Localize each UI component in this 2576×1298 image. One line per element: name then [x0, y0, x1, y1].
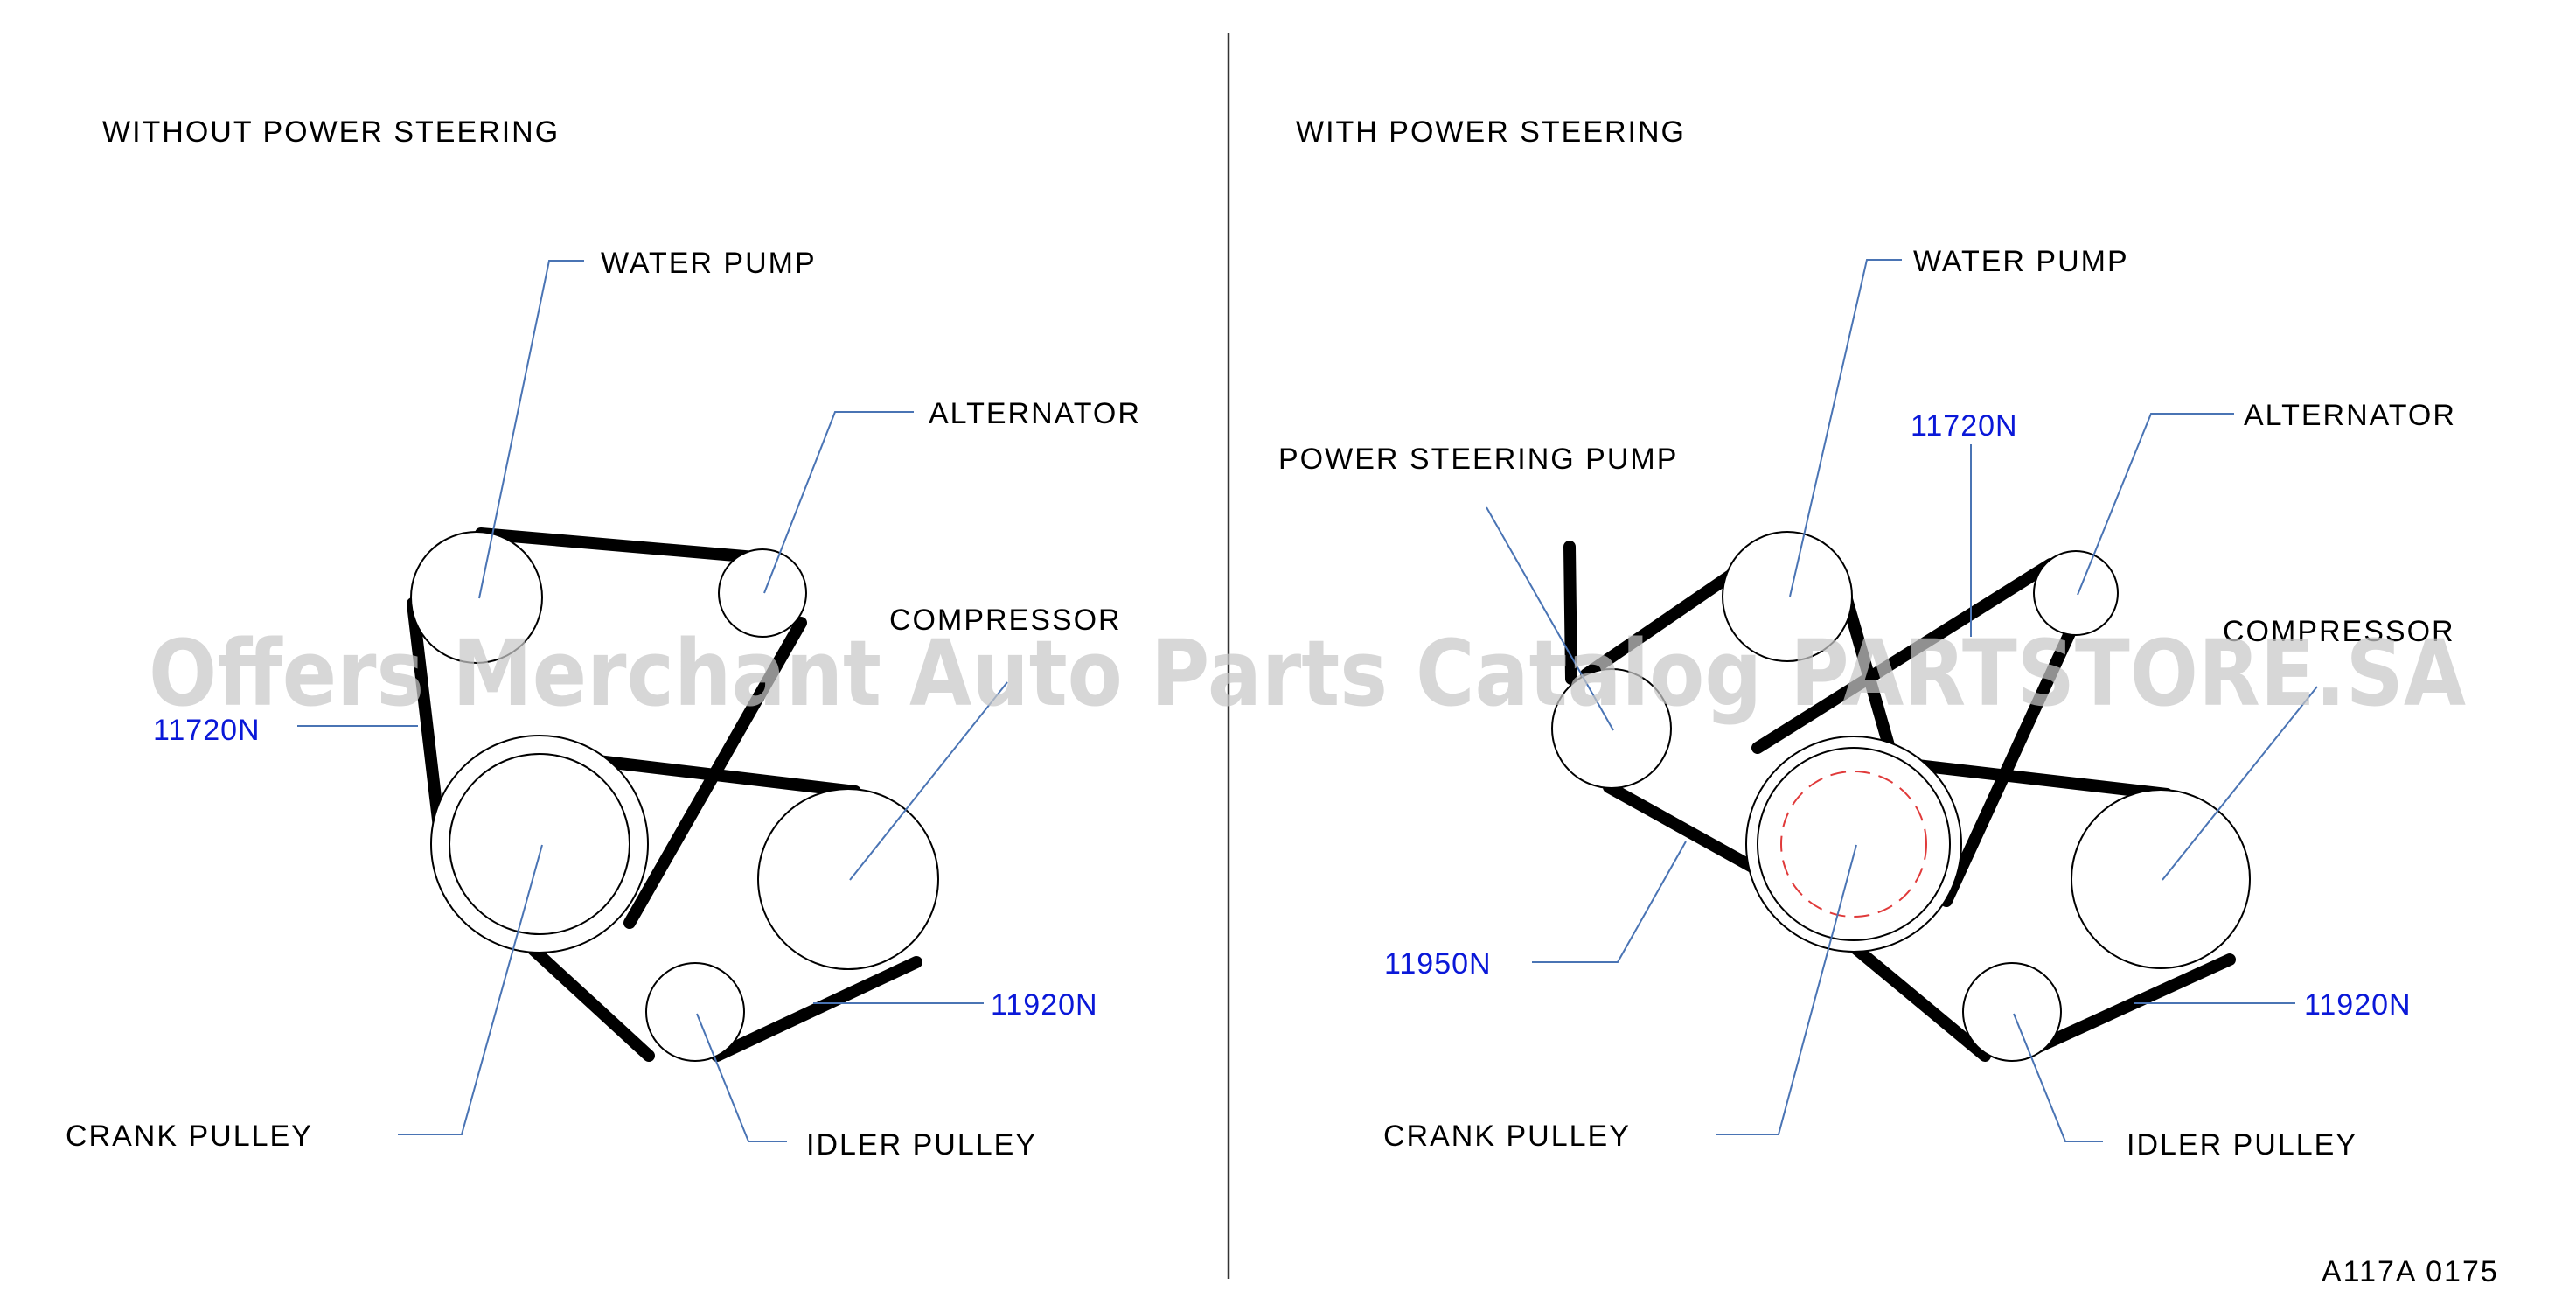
- left-alternator-pulley: [718, 548, 807, 638]
- left-water-pump-pulley: [410, 531, 543, 664]
- left-water-pump-leader: [478, 260, 584, 599]
- right-alternator-label: ALTERNATOR: [2244, 399, 2456, 432]
- right-water-pump-pulley: [1722, 531, 1853, 662]
- right-alternator-leader: [2077, 413, 2234, 596]
- left-alternator-label: ALTERNATOR: [929, 397, 1141, 430]
- left-compressor-belt-part-number[interactable]: 11920N: [991, 988, 1098, 1022]
- right-crank-pulley-dashed-circle: [1780, 771, 1927, 918]
- left-idler-pulley-label: IDLER PULLEY: [806, 1128, 1037, 1162]
- left-panel: WITHOUT POWER STEERING WATER PUMP ALTE: [66, 115, 1141, 1162]
- left-crank-pulley-inner: [449, 753, 630, 935]
- right-water-pump-label: WATER PUMP: [1913, 245, 2129, 278]
- watermark: Offers Merchant Auto Parts Catalog PARTS…: [149, 620, 2466, 727]
- right-power-steering-leader: [1486, 506, 1614, 731]
- right-compressor-pulley: [2071, 789, 2251, 969]
- left-compressor-leader: [849, 681, 1008, 881]
- left-idler-pulley: [645, 962, 745, 1062]
- left-idler-leader: [696, 1013, 787, 1142]
- left-alternator-leader: [763, 411, 914, 594]
- right-power-steering-belt-part-number[interactable]: 11950N: [1384, 947, 1492, 980]
- left-compressor-label: COMPRESSOR: [889, 604, 1122, 637]
- right-power-steering-pump-label: POWER STEERING PUMP: [1278, 443, 1678, 476]
- left-compressor-pulley: [757, 788, 939, 970]
- left-main-belt-part-number[interactable]: 11720N: [153, 714, 261, 747]
- left-panel-title: WITHOUT POWER STEERING: [102, 115, 560, 149]
- right-crank-pulley-label: CRANK PULLEY: [1383, 1120, 1631, 1153]
- right-compressor-leader: [2162, 686, 2318, 881]
- right-ps-belt-leader: [1532, 841, 1687, 963]
- right-panel-title: WITH POWER STEERING: [1296, 115, 1686, 149]
- right-idler-leader: [2013, 1013, 2103, 1142]
- right-crank-pulley-inner: [1757, 747, 1951, 941]
- right-panel: WITH POWER STEERING: [1278, 115, 2456, 1162]
- figure-code: A117A 0175: [2322, 1255, 2499, 1288]
- right-compressor-belt-part-number[interactable]: 11920N: [2304, 988, 2412, 1022]
- left-crank-leader: [398, 844, 543, 1135]
- right-crank-leader: [1716, 844, 1857, 1135]
- right-idler-pulley-label: IDLER PULLEY: [2127, 1128, 2357, 1162]
- right-compressor-label: COMPRESSOR: [2223, 615, 2455, 648]
- right-belt-main: [1751, 558, 2080, 907]
- right-alternator-pulley: [2033, 550, 2119, 636]
- right-main-belt-part-number[interactable]: 11720N: [1911, 409, 2018, 443]
- right-water-pump-leader: [1789, 259, 1902, 597]
- left-crank-pulley-label: CRANK PULLEY: [66, 1120, 313, 1153]
- right-idler-pulley: [1962, 962, 2062, 1062]
- left-water-pump-label: WATER PUMP: [601, 247, 817, 280]
